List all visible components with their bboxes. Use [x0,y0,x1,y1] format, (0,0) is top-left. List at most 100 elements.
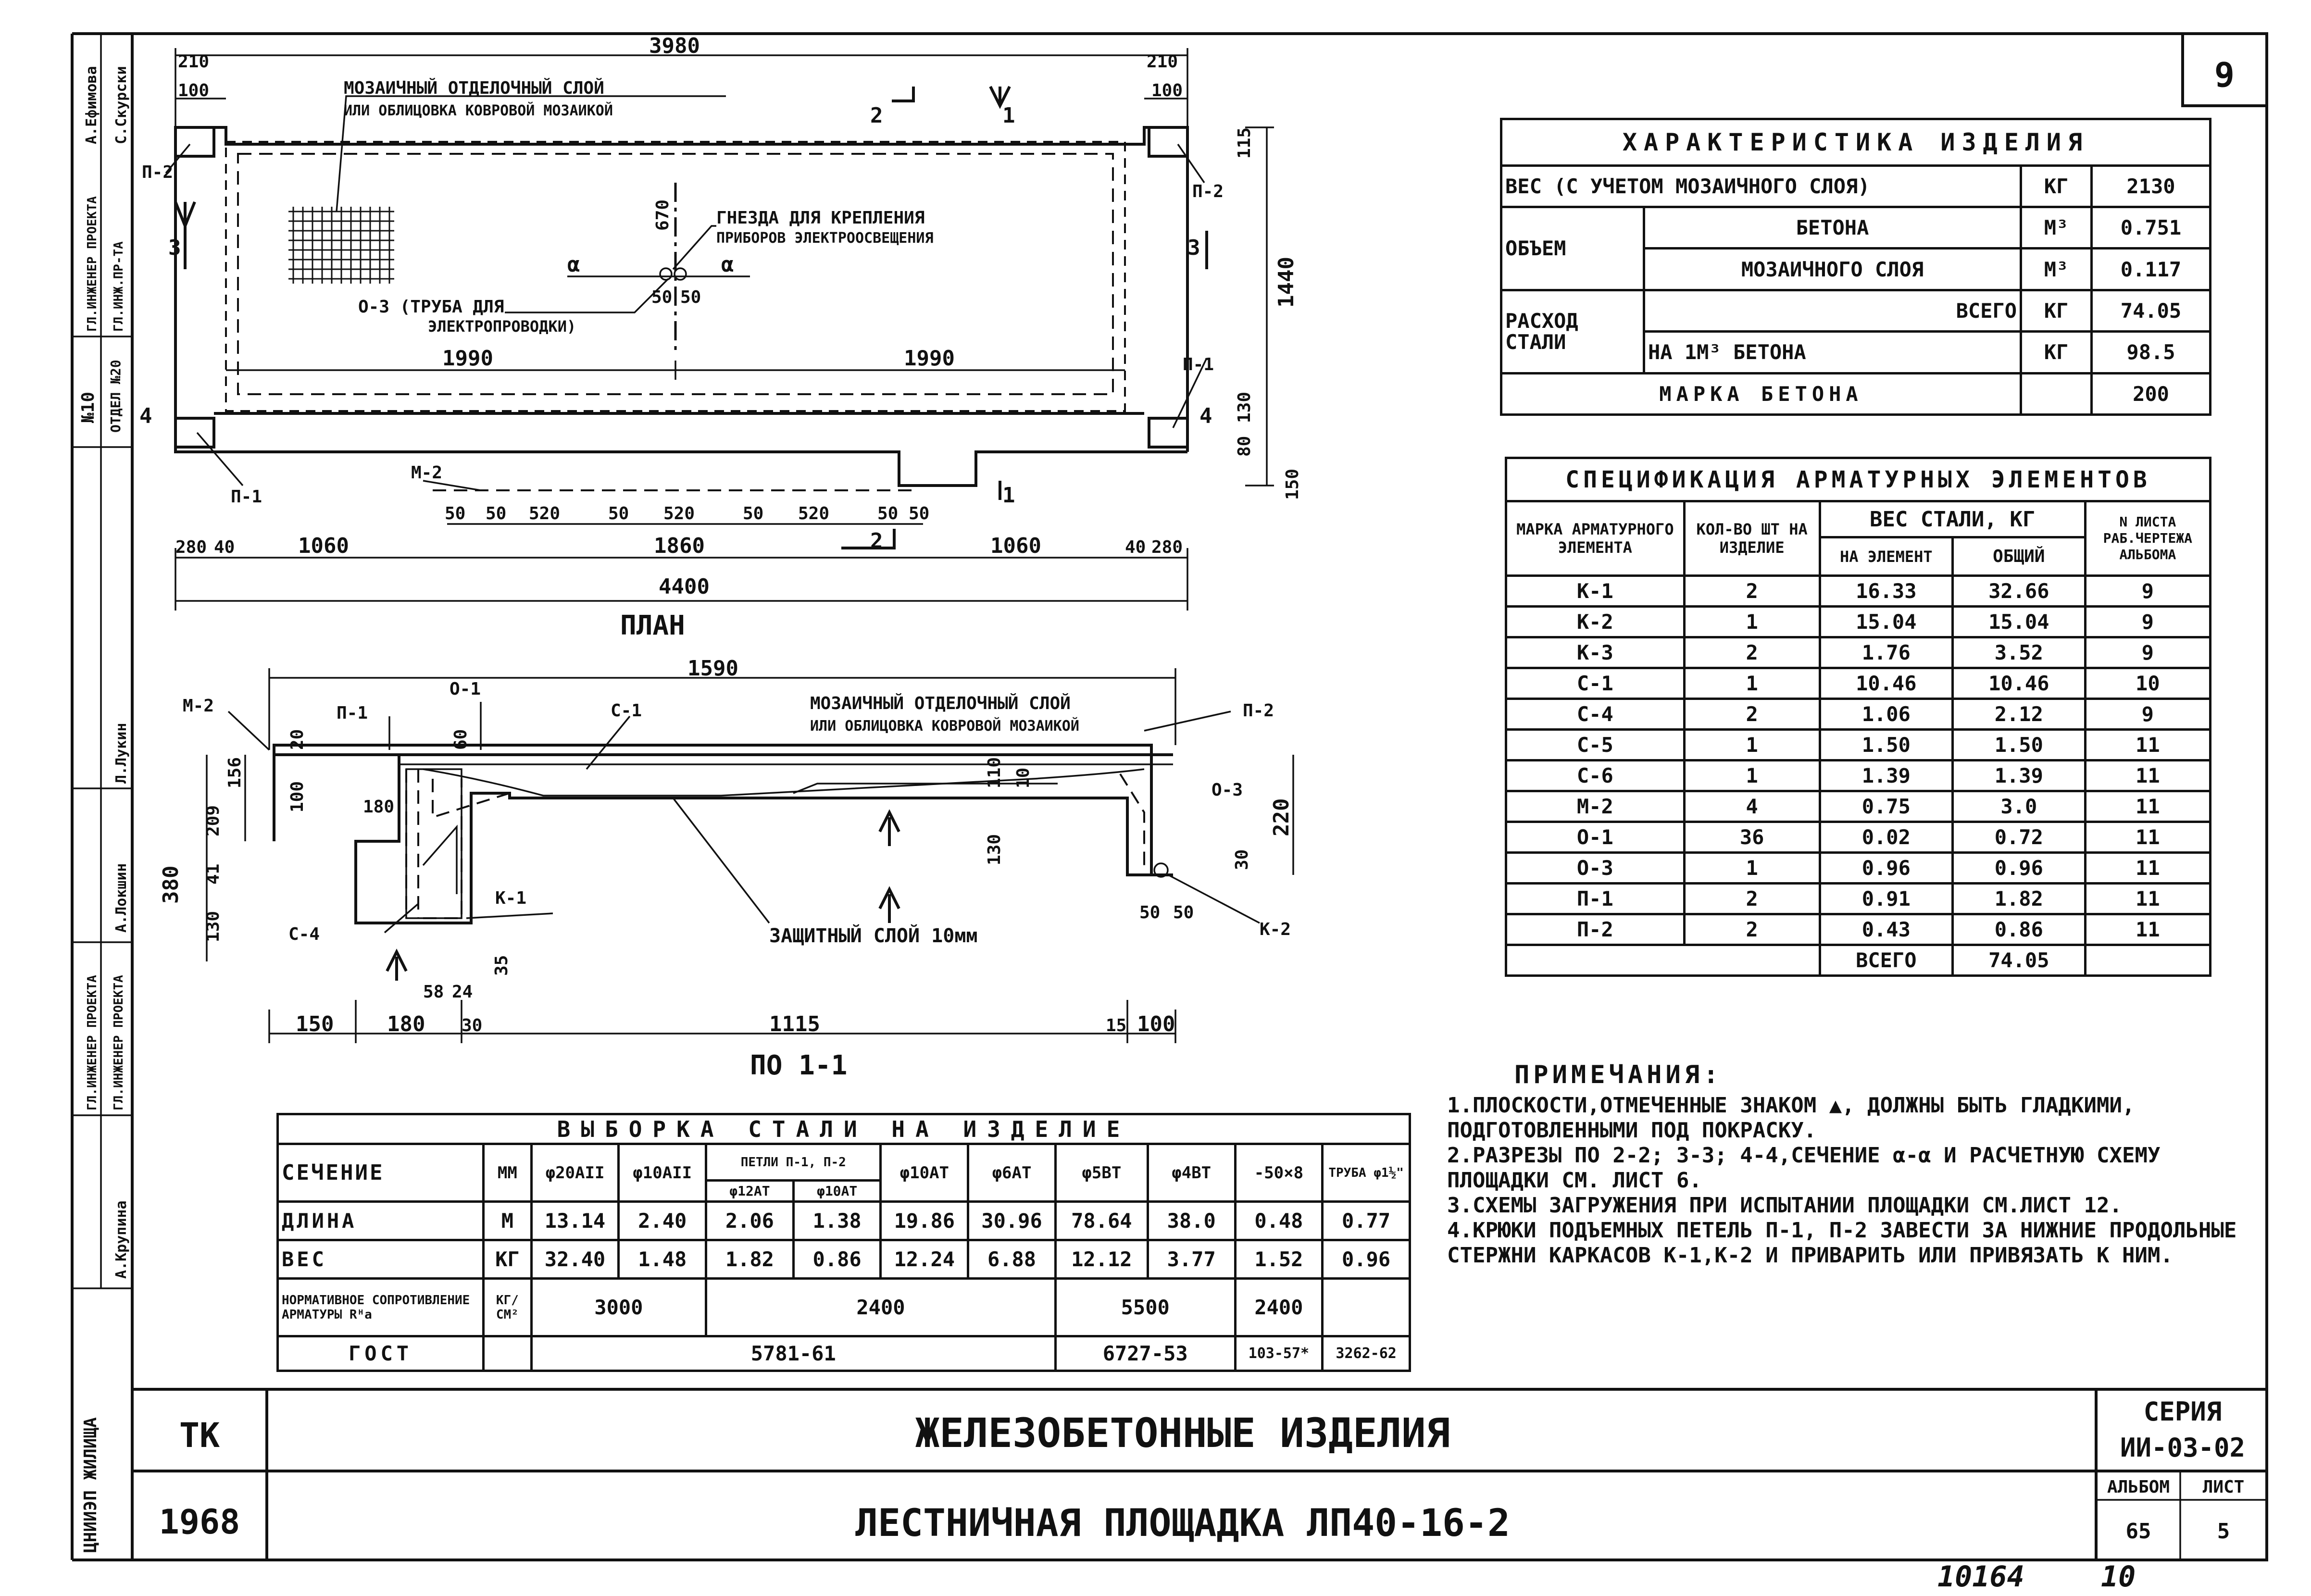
steel-length-cell: 38.0 [1146,1200,1237,1241]
mosaic-label: МОЗАИЧНОГО СЛОЯ [1643,247,2022,291]
dim-c7: 280 [1151,537,1183,557]
dim-right-height: 1440 [1274,257,1299,308]
spec-cell-qty: 2 [1683,882,1821,915]
spec-cell-total: 10.46 [1951,667,2086,700]
sec-dim-30: 30 [1232,849,1252,870]
spec-total-label: ВСЕГО [1818,944,1954,977]
steel-total-unit: КГ [2020,288,2093,333]
sheet-value: 5 [2217,1519,2230,1544]
dim-b1: 50 [445,504,465,524]
steel-weight-unit: КГ [482,1239,533,1280]
steel-resistance-0: 3000 [530,1277,708,1337]
spec-cell-qty: 2 [1683,574,1821,608]
steel-resistance-label: НОРМАТИВНОЕ СОПРОТИВЛЕНИЕ АРМАТУРЫ Rᴴa [276,1277,485,1337]
steel-weight-cell: 12.24 [879,1239,970,1280]
section-2-top: 2 [870,103,883,128]
steel-resistance-1: 2400 [705,1277,1057,1337]
steel-resistance-unit: КГ/СМ² [482,1277,533,1337]
section-4-right: 4 [1199,404,1212,428]
cover-label: ЗАЩИТНЫЙ СЛОЙ 10мм [769,924,977,947]
spec-cell-mark: С-1 [1505,667,1686,700]
steel-gost-2: 103-57* [1234,1335,1324,1372]
steel-length-cell: 78.64 [1054,1200,1149,1241]
steel-weight-cell: 6.88 [967,1239,1057,1280]
steel-length-cell: 0.77 [1321,1200,1411,1241]
spec-cell-total: 2.12 [1951,698,2086,731]
section-view: М-2 П-1 О-1 С-1 П-2 МОЗАИЧНЫЙ ОТДЕЛОЧНЫЙ… [159,656,1294,1081]
dim-inner-v: 670 [653,200,673,231]
sec-dim-35: 35 [492,955,512,976]
spec-cell-per: 1.76 [1818,636,1954,669]
drawing-subtitle: ЛЕСТНИЧНАЯ ПЛОЩАДКА ЛП40-16-2 [855,1502,1510,1545]
spec-cell-sheet: 9 [2084,605,2212,638]
spec-cell-mark: К-2 [1505,605,1686,638]
year: 1968 [159,1502,240,1542]
note-item: 1.ПЛОСКОСТИ,ОТМЕЧЕННЫЕ ЗНАКОМ ▲, ДОЛЖНЫ … [1447,1093,2135,1143]
spec-head-mark: МАРКА АРМАТУРНОГО ЭЛЕМЕНТА [1505,500,1686,577]
note-item: 3.СХЕМЫ ЗАГРУЖЕНИЯ ПРИ ИСПЫТАНИИ ПЛОЩАДК… [1447,1193,2122,1218]
steel-weight-cell: 1.48 [617,1239,708,1280]
mosaic-unit: М³ [2020,247,2093,291]
steel-col-4: φ10АТ [879,1143,970,1203]
spec-cell-mark: М-2 [1505,790,1686,823]
role-4: ГЛ.ИНЖЕНЕР ПРОЕКТА [112,975,126,1110]
spec-cell-mark: П-2 [1505,913,1686,946]
name-3: А.Локшин [113,863,130,933]
weight-unit: КГ [2020,164,2093,208]
spec-cell-sheet: 11 [2084,790,2212,823]
sec-o1-label: О-1 [450,679,481,699]
section-3-left: 3 [168,236,181,260]
spec-cell-total: 1.50 [1951,728,2086,761]
sheet-number-box [2181,32,2268,107]
specification-table: СПЕЦИФИКАЦИЯ АРМАТУРНЫХ ЭЛЕМЕНТОВ МАРКА … [1505,457,2212,977]
steel-selection-table: ВЫБОРКА СТАЛИ НА ИЗДЕЛИЕ СЕЧЕНИЕ ММ φ20А… [276,1113,1411,1372]
dim-b3: 520 [529,504,560,524]
org-code: ТК [179,1416,220,1455]
stamp-number: 10164 [1937,1560,2024,1594]
spec-cell-mark: С-4 [1505,698,1686,731]
section-caption: ПО 1-1 [750,1050,847,1081]
section-3-right: 3 [1187,236,1200,260]
spec-cell-per: 0.02 [1818,821,1954,854]
characteristics-title: ХАРАКТЕРИСТИКА ИЗДЕЛИЯ [1500,118,2211,167]
sec-dim-50b: 50 [1173,903,1194,923]
sec-dim-10: 10 [1013,768,1033,788]
p2-left-label: П-2 [142,162,173,182]
dim-c4: 1860 [654,534,705,558]
dim-total: 4400 [659,574,710,599]
plan-mosaic-label-2: ИЛИ ОБЛИЦОВКА КОВРОВОЙ МОЗАИКОЙ [344,102,613,119]
sheet-number: 9 [2214,55,2235,95]
dim-c3: 1060 [298,534,349,558]
sockets-label-2: ПРИБОРОВ ЭЛЕКТРООСВЕЩЕНИЯ [716,230,934,247]
dim-mid-left: 1990 [442,346,493,371]
steel-resistance-3: 2400 [1234,1277,1324,1337]
spec-total-value: 74.05 [1951,944,2086,977]
dim-b9: 50 [909,504,929,524]
per-m3-value: 98.5 [2090,330,2211,374]
spec-cell-per: 1.06 [1818,698,1954,731]
sec-k2-label: К-2 [1260,920,1291,939]
name-4: Л.Лукин [113,723,130,784]
dim-socket-2: 50 [680,287,701,307]
spec-cell-qty: 4 [1683,790,1821,823]
sec-dim-110: 110 [985,757,1004,788]
section-4-left: 4 [139,404,152,428]
dim-c1: 280 [175,537,207,557]
spec-cell-mark: П-1 [1505,882,1686,915]
plan-view: МОЗАИЧНЫЙ ОТДЕЛОЧНЫЙ СЛОЙ ИЛИ ОБЛИЦОВКА … [139,34,1302,641]
name-2: С.Скурски [113,66,130,144]
sec-dim-380: 380 [159,866,183,904]
dim-socket-1: 50 [651,287,672,307]
name-5: А.Крупина [113,1200,130,1279]
sec-dim-b1115: 1115 [769,1012,820,1036]
spec-cell-total: 0.72 [1951,821,2086,854]
steel-length-cell: 2.40 [617,1200,708,1241]
plan-caption: ПЛАН [620,610,685,641]
per-m3-label: НА 1М³ БЕТОНА [1643,330,2022,374]
dim-b5: 520 [663,504,695,524]
steel-loops-header: ПЕТЛИ П-1, П-2 [705,1143,882,1182]
sec-p1-label: П-1 [337,703,368,723]
spec-cell-sheet: 9 [2084,574,2212,608]
